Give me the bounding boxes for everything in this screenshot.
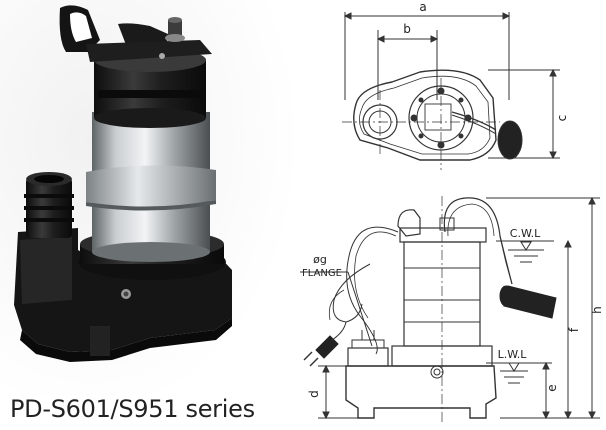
discharge-pipe (24, 172, 74, 238)
flange-label: FLANGE (302, 268, 342, 279)
lwl-label: L.W.L (498, 348, 528, 361)
dim-g-label: øg (313, 253, 327, 266)
dim-f-label: f (567, 327, 581, 332)
dim-d-label: d (307, 390, 321, 398)
series-label: PD-S601/S951 series (10, 395, 255, 423)
pump-photo (0, 0, 300, 395)
dim-b-label: b (403, 22, 411, 36)
cwl-label: C.W.L (510, 227, 541, 240)
side-view (300, 196, 600, 425)
top-view (342, 12, 560, 170)
dim-h-label: h (590, 306, 604, 314)
dim-c-label: c (555, 115, 569, 122)
clamp-band (86, 165, 216, 211)
dim-e-label: e (545, 384, 559, 391)
cable-gland (165, 17, 185, 42)
dim-a-label: a (419, 0, 426, 14)
handle (59, 5, 212, 62)
